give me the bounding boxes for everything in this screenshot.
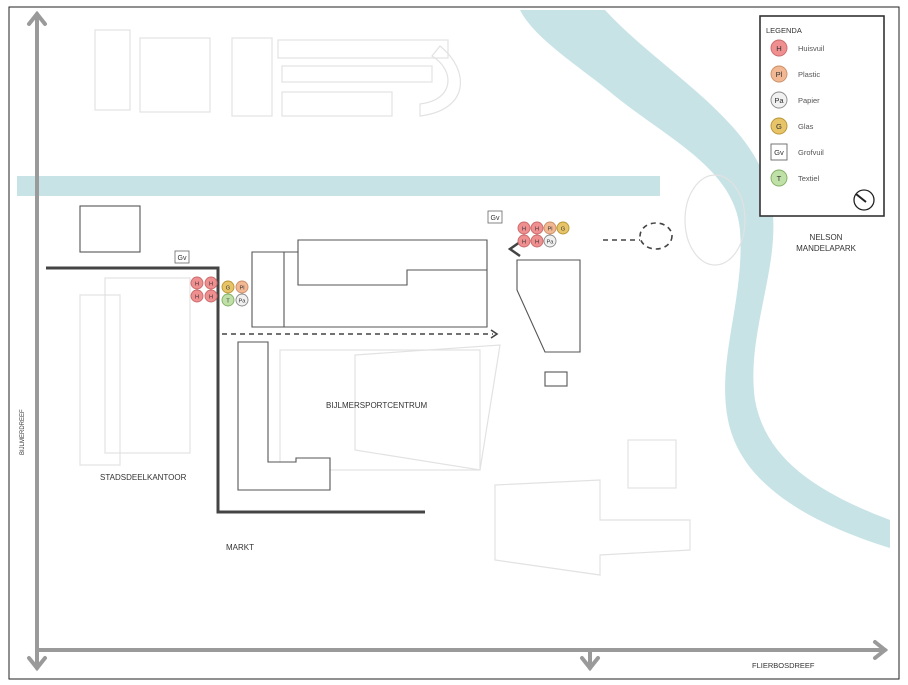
svg-text:Pl: Pl: [239, 285, 244, 291]
container-pa-icon: Pa: [543, 234, 557, 248]
buildings: [79, 205, 581, 491]
label-stadsdeelkantoor: STADSDEELKANTOOR: [100, 473, 187, 482]
svg-text:Pa: Pa: [774, 96, 784, 105]
label-fleirbosdreef: FLIERBOSDREEF: [752, 661, 815, 670]
container-pl-icon: Pl: [235, 280, 249, 294]
svg-text:H: H: [776, 44, 781, 53]
route: [46, 240, 521, 514]
label-nelson: NELSON: [810, 233, 843, 242]
container-pa-icon: Pa: [235, 293, 249, 307]
svg-text:H: H: [209, 294, 213, 300]
canal: [17, 176, 640, 196]
route-arrowhead: [507, 240, 521, 258]
legend-symbol-grofvuil: Gv: [770, 143, 788, 161]
svg-text:H: H: [535, 226, 539, 232]
legend-label-glas: Glas: [798, 122, 814, 131]
legend-symbol-plastic: Pl: [770, 65, 788, 83]
legend-title: LEGENDA: [766, 26, 802, 35]
svg-text:H: H: [195, 281, 199, 287]
legend-label-huisvuil: Huisvuil: [798, 44, 825, 53]
label-markt: MARKT: [226, 543, 254, 552]
svg-text:Gv: Gv: [178, 255, 187, 262]
svg-text:H: H: [522, 226, 526, 232]
container-t-icon: T: [221, 293, 235, 307]
road-arrow-right: [873, 640, 889, 660]
svg-text:Gv: Gv: [774, 148, 784, 157]
container-h-icon: H: [204, 276, 218, 290]
svg-text:G: G: [226, 285, 230, 291]
svg-text:G: G: [776, 122, 782, 131]
route-west: [46, 266, 425, 514]
svg-text:H: H: [535, 239, 539, 245]
road-arrow-top: [27, 10, 47, 26]
svg-text:Pa: Pa: [239, 298, 247, 304]
label-bijlmersportcentrum: BIJLMERSPORTCENTRUM: [326, 401, 428, 410]
road-arrow-bottom: [27, 656, 47, 672]
water: [17, 10, 890, 548]
dashed-route: [222, 222, 673, 335]
legend-label-papier: Papier: [798, 96, 820, 105]
container-cluster-right[interactable]: H H Pl G H H Pa: [517, 221, 570, 248]
legend-symbol-glas: G: [770, 117, 788, 135]
river-connector: [520, 176, 660, 196]
container-h-icon: H: [517, 234, 531, 248]
dashed-arrowhead: [490, 329, 499, 339]
roads: [27, 10, 889, 672]
container-g-icon: G: [556, 221, 570, 235]
gv-marker-left[interactable]: Gv: [174, 250, 190, 264]
container-pl-icon: Pl: [543, 221, 557, 235]
road-side-arrow: [580, 656, 600, 672]
legend-label-grofvuil: Grofvuil: [798, 148, 824, 157]
svg-text:H: H: [209, 281, 213, 287]
container-h-icon: H: [530, 234, 544, 248]
building-sportcentrum-inner: [283, 252, 487, 327]
river: [520, 10, 890, 548]
ghost-buildings: [79, 29, 746, 576]
svg-text:G: G: [561, 226, 565, 232]
svg-text:T: T: [777, 174, 782, 183]
compass-icon: [853, 189, 875, 211]
gv-marker-right[interactable]: Gv: [487, 210, 503, 224]
legend-symbol-huisvuil: H: [770, 39, 788, 57]
container-h-icon: H: [517, 221, 531, 235]
legend-label-textiel: Textiel: [798, 174, 820, 183]
container-h-icon: H: [190, 276, 204, 290]
container-g-icon: G: [221, 280, 235, 294]
svg-text:H: H: [522, 239, 526, 245]
container-h-icon: H: [530, 221, 544, 235]
legend-symbol-papier: Pa: [770, 91, 788, 109]
label-mandelapark: MANDELAPARK: [796, 244, 857, 253]
legend-symbol-textiel: T: [770, 169, 788, 187]
island-lake: [536, 75, 612, 149]
svg-text:Pl: Pl: [547, 226, 552, 232]
label-bijlmerdreef: BIJLMERDREEF: [20, 409, 26, 455]
building-sportcentrum-north: [251, 239, 488, 328]
building-small-east: [544, 371, 568, 387]
container-h-icon: H: [190, 289, 204, 303]
container-h-icon: H: [204, 289, 218, 303]
building-nw: [79, 205, 141, 253]
place-labels: STADSDEELKANTOOR BIJLMERSPORTCENTRUM MAR…: [20, 233, 857, 670]
svg-text:Gv: Gv: [491, 215, 500, 222]
dashed-parking: [639, 222, 673, 250]
svg-text:T: T: [226, 298, 230, 304]
svg-text:H: H: [195, 294, 199, 300]
svg-text:Pl: Pl: [776, 70, 783, 79]
building-sportcentrum-west: [237, 341, 331, 491]
legend-label-plastic: Plastic: [798, 70, 820, 79]
building-east: [516, 259, 581, 353]
container-cluster-left[interactable]: H H H H G PlT Pa: [190, 276, 249, 307]
svg-text:Pa: Pa: [547, 239, 555, 245]
